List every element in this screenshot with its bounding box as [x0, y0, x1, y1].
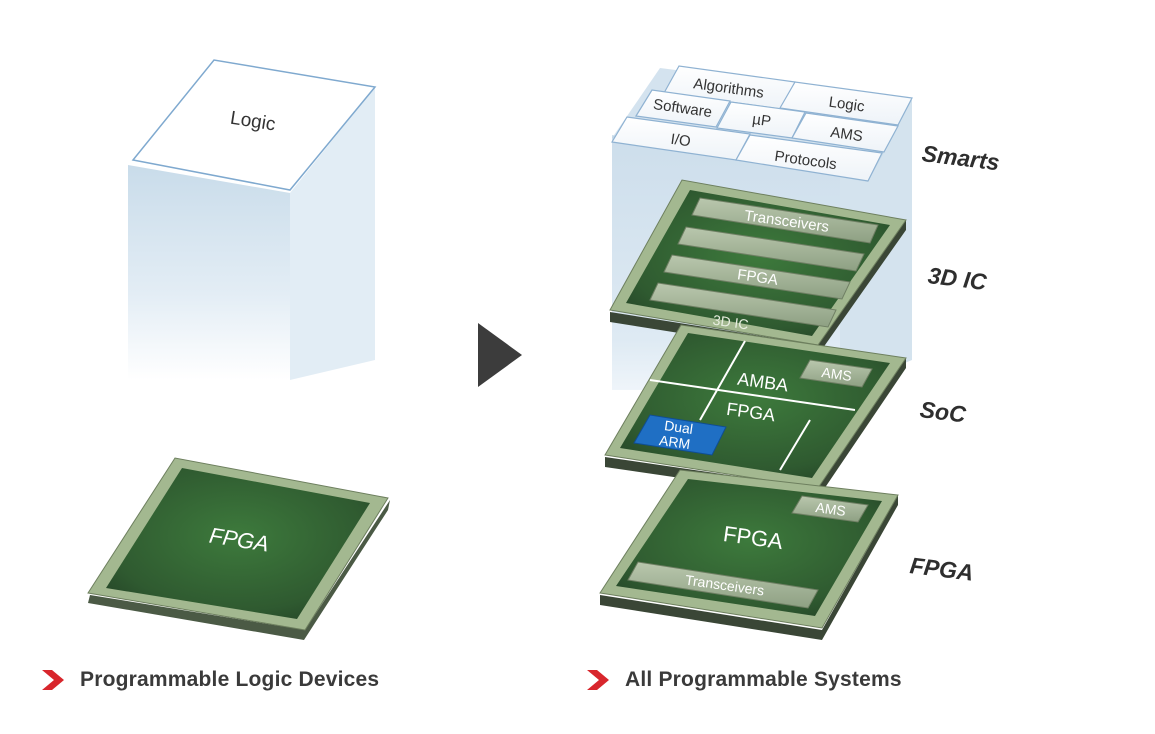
transition-arrow-icon — [478, 323, 522, 387]
soc-arm-block: Dual ARM — [633, 414, 727, 456]
caption-left: Programmable Logic Devices — [40, 664, 379, 696]
layer-label-soc: SoC — [918, 396, 968, 428]
ic3d-bar: FPGA — [663, 254, 851, 300]
chevron-right-icon — [42, 670, 64, 690]
fpga-ams-block: AMS — [791, 495, 869, 523]
caption-right-text: All Programmable Systems — [625, 668, 902, 691]
ic3d-bar — [649, 282, 837, 328]
smarts-tile: AMS — [791, 112, 899, 153]
ic3d-chip: Transceivers FPGA 3D IC — [609, 179, 907, 355]
soc-divider — [699, 340, 746, 421]
svg-text:FPGA: FPGA — [736, 266, 779, 289]
smarts-layer: Algorithms Logic Software µP AMS I/O Pro… — [611, 65, 913, 182]
svg-text:I/O: I/O — [670, 131, 692, 151]
left-chip-die — [106, 468, 370, 619]
svg-text:AMS: AMS — [821, 364, 853, 384]
svg-text:Logic: Logic — [828, 94, 866, 116]
svg-text:AMS: AMS — [829, 124, 864, 145]
ic3d-footer-label: 3D IC — [712, 312, 750, 333]
caption-left-text: Programmable Logic Devices — [80, 668, 380, 691]
fpga-chip: AMS FPGA Transceivers — [599, 469, 899, 640]
smarts-tile: Software — [635, 89, 731, 128]
soc-ams-block: AMS — [799, 359, 873, 388]
left-glow-front — [128, 165, 290, 380]
smarts-tile: I/O — [611, 116, 751, 161]
svg-text:ARM: ARM — [658, 432, 691, 452]
soc-divider — [779, 419, 811, 471]
svg-text:µP: µP — [751, 111, 772, 130]
smarts-tile: µP — [716, 101, 806, 139]
chevron-right-icon — [587, 670, 609, 690]
svg-text:AMS: AMS — [815, 499, 847, 519]
caption-right: All Programmable Systems — [585, 664, 902, 696]
left-fpga-chip: FPGA — [87, 457, 390, 640]
logic-cube-top — [131, 59, 377, 191]
soc-chip: AMS AMBA FPGA Dual ARM — [604, 324, 907, 498]
ic3d-bar — [677, 226, 865, 272]
left-logic-column: Logic — [128, 59, 377, 380]
svg-text:Dual: Dual — [663, 417, 694, 437]
soc-divider — [649, 379, 856, 411]
left-glow-side — [290, 87, 375, 380]
smarts-tile: Logic — [779, 81, 913, 126]
